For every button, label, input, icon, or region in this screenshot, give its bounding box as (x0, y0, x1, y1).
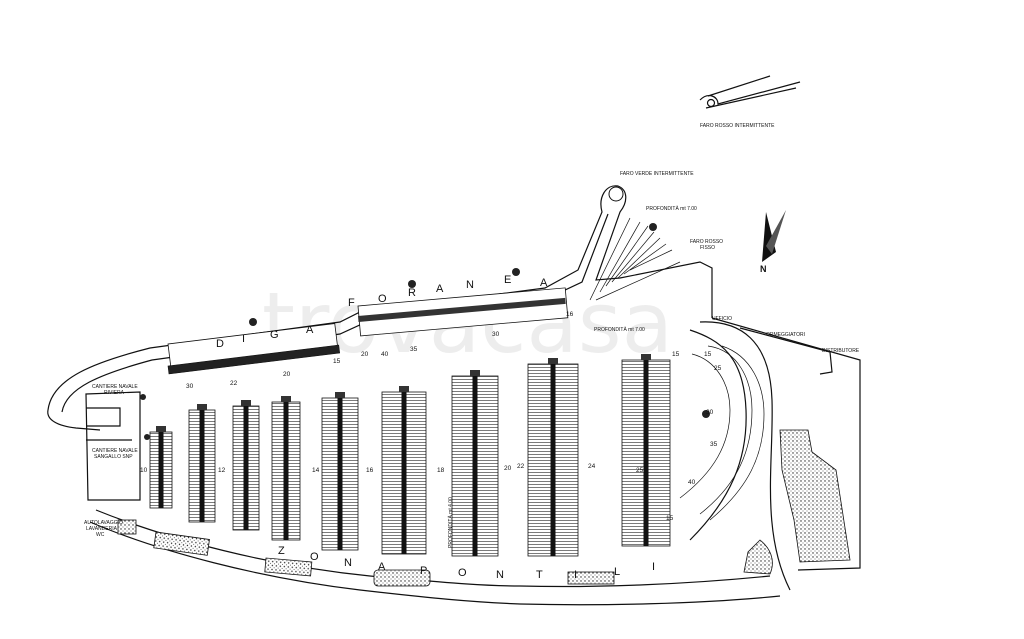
berth-number: 30 (186, 383, 194, 390)
pontoons-group (149, 354, 671, 557)
zona-pontili-title: Z O N A P O N T I L I (278, 545, 655, 581)
title-letter: Z (278, 545, 285, 557)
cantiere-riviera-label: CANTIERE NAVALE (92, 384, 138, 390)
berth-number: 15 (333, 358, 341, 365)
autolavaggio-label-3: WC (96, 532, 105, 538)
berth-numbers: 30 22 20 15 20 40 35 30 16 15 15 25 30 3… (140, 311, 722, 522)
pontoon-pier (149, 426, 173, 509)
arm-berths (589, 217, 681, 301)
berth-number: 25 (636, 467, 644, 474)
east-curve-berths (679, 345, 765, 521)
title-letter: A (436, 283, 444, 295)
cantiere-riviera-label-2: RIVIERA (104, 390, 125, 396)
title-letter: I (574, 569, 577, 581)
ormeggiatori-label: ORMEGGIATORI (766, 332, 805, 338)
berth-number: 14 (312, 467, 320, 474)
berth-number: 15 (704, 351, 712, 358)
berth-number: 18 (437, 467, 445, 474)
berth-number: 30 (706, 409, 714, 416)
ufficio-label: UFFICIO (712, 316, 732, 322)
buoy-marker (512, 268, 520, 276)
title-letter: A (306, 324, 314, 336)
pontoon-pier (232, 400, 260, 531)
cantiere-sangallo-label: CANTIERE NAVALE (92, 448, 138, 454)
title-letter: F (348, 297, 355, 309)
title-letter: O (378, 293, 387, 305)
lighthouse-green-marker (608, 186, 624, 202)
title-letter: R (408, 287, 416, 299)
cantiere-sangallo-label-2: SANGALLO SNP (94, 454, 133, 460)
south-quay-patches (117, 519, 615, 587)
autolavaggio-label-2: LAVANDERIA (86, 526, 118, 532)
berth-number: 16 (566, 311, 574, 318)
title-letter: O (458, 567, 467, 579)
berth-number: 24 (588, 463, 596, 470)
berth-number: 22 (517, 463, 525, 470)
faro-verde-intermittente-label: FARO VERDE INTERMITTENTE (620, 171, 694, 177)
berth-number: 16 (366, 467, 374, 474)
berth-number: 40 (381, 351, 389, 358)
title-letter: N (466, 279, 474, 291)
profondita-label: PROFONDITÀ mt 7.00 (594, 326, 645, 333)
title-letter: D (216, 338, 224, 350)
profondita-label: PROFONDITÀ mt 7.00 (646, 205, 697, 212)
berth-number: 12 (218, 467, 226, 474)
berth-number: 30 (492, 331, 500, 338)
pontoon-pier (621, 354, 671, 547)
harbour-outline (47, 75, 861, 606)
distributore-label: DISTRIBUTORE (822, 348, 860, 354)
map-labels: FARO ROSSO INTERMITTENTE FARO VERDE INTE… (84, 123, 860, 548)
title-letter: P (420, 565, 427, 577)
east-quay-patches (743, 429, 851, 575)
pontoon-pier (451, 370, 499, 557)
buoy-markers (140, 223, 710, 440)
title-letter: O (310, 551, 319, 563)
pontoon-pier (188, 404, 216, 523)
title-letter: N (496, 569, 504, 581)
title-letter: N (344, 557, 352, 569)
buoy-marker (649, 223, 657, 231)
berth-number: 35 (410, 346, 418, 353)
pontoon-pier (527, 358, 579, 557)
faro-rosso-fisso-label: FARO ROSSO (690, 239, 723, 245)
buoy-marker (140, 394, 146, 400)
pontoon-pier (321, 392, 359, 551)
title-letter: E (504, 274, 511, 286)
buoy-marker (702, 410, 710, 418)
title-letter: L (614, 566, 620, 578)
berth-number: 22 (230, 380, 238, 387)
berth-number: 35 (710, 441, 718, 448)
buoy-marker (408, 280, 416, 288)
berth-number: 20 (504, 465, 512, 472)
faro-rosso-intermittente-label: FARO ROSSO INTERMITTENTE (700, 123, 775, 129)
berth-number: 15 (672, 351, 680, 358)
faro-rosso-fisso-label-2: FISSO (700, 245, 715, 251)
title-letter: A (540, 277, 548, 289)
buoy-marker (144, 434, 150, 440)
title-letter: G (270, 329, 279, 341)
pontoon-pier (271, 396, 301, 541)
diga-berths-mid (357, 287, 569, 337)
berth-number: 20 (361, 351, 369, 358)
north-arrow-icon: N (760, 210, 786, 274)
buoy-marker (249, 318, 257, 326)
north-label: N (760, 264, 767, 274)
diga-berths-west (167, 323, 341, 375)
berth-number: 10 (140, 467, 148, 474)
autolavaggio-label: AUTOLAVAGGIO (84, 520, 123, 526)
title-letter: A (378, 561, 386, 573)
profondita-label: PROFONDITÀ mt 4.00 (447, 497, 454, 548)
title-letter: T (536, 569, 543, 581)
berth-number: 40 (688, 479, 696, 486)
title-letter: I (242, 333, 245, 345)
pontoon-pier (381, 386, 427, 555)
berth-number: 15 (666, 515, 674, 522)
diga-foranea-title: D I G A F O R A N E A (216, 274, 548, 350)
title-letter: I (652, 561, 655, 573)
berth-number: 25 (714, 365, 722, 372)
berth-number: 20 (283, 371, 291, 378)
